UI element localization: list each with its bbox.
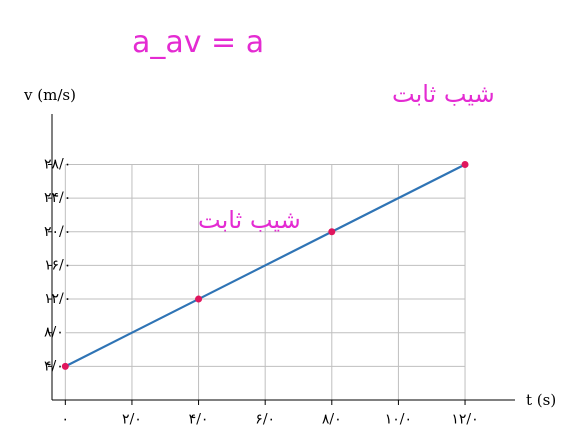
x-tick-label: ۱۰/۰ [385,412,412,427]
data-point [195,295,203,303]
y-tick-label: ۲۰/۰ [44,224,71,240]
data-point [461,160,469,168]
y-tick-label: ۱۶/۰ [44,257,71,273]
ticks: ۰ ۲/۰ ۴/۰ ۶/۰ ۸/۰ ۱۰/۰ ۱۲/۰ ۴/۰ ۸/۰ ۱۲/۰ ۱۶/۰ ۲۰/۰ ۲… [44,156,479,427]
y-tick-label: ۴/۰ [44,358,64,374]
average-acceleration-note: a_av = a [132,25,264,60]
axis-labels: v (m/s) t (s) [23,86,556,409]
handwritten-annotations: a_av = a شیب ثابت شیب ثابت [132,25,495,234]
x-tick-label: ۰ [62,412,70,427]
y-axis-label: v (m/s) [23,86,76,104]
grid [64,163,466,400]
constant-slope-note-mid: شیب ثابت [198,206,301,234]
data-point [61,362,69,370]
series [61,160,469,370]
x-tick-label: ۱۲/۰ [451,412,478,427]
data-point [328,228,336,236]
x-axis-label: t (s) [526,391,556,409]
x-tick-label: ۲/۰ [122,412,142,427]
y-tick-label: ۸/۰ [44,325,64,341]
y-tick-label: ۲۸/۰ [44,156,71,172]
constant-slope-note-top: شیب ثابت [392,80,495,108]
y-tick-label: ۱۲/۰ [44,291,71,307]
axes [51,114,515,401]
x-tick-label: ۶/۰ [255,412,275,427]
y-tick-label: ۲۴/۰ [44,190,71,206]
x-tick-label: ۴/۰ [189,412,209,427]
x-tick-label: ۸/۰ [322,412,342,427]
velocity-line [64,163,466,368]
